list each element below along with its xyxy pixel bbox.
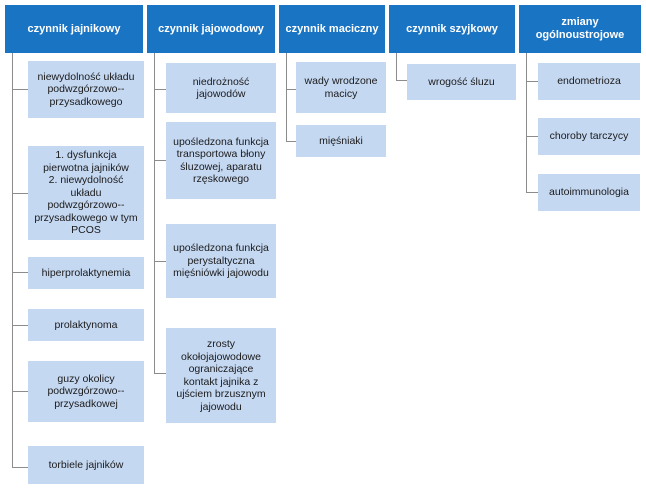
connector-col3-1: [286, 89, 296, 90]
connector-col2-2: [154, 160, 166, 161]
box-prolaktynoma: prolaktynoma: [28, 309, 144, 341]
connector-col3-trunk: [286, 53, 287, 142]
connector-col2-1: [154, 89, 166, 90]
connector-col4-1: [396, 80, 407, 81]
header-czynnik-jajowodowy: czynnik jajowodowy: [147, 5, 275, 53]
box-hiperprolaktynemia: hiperprolaktynemia: [28, 257, 144, 289]
connector-col1-2: [12, 193, 28, 194]
connector-col1-6: [12, 467, 28, 468]
connector-col3-2: [286, 141, 296, 142]
box-niewydolnosc-ukladu: niewydolność układu podwzgórzowo--przysa…: [28, 61, 144, 118]
connector-col4-trunk: [396, 53, 397, 81]
header-zmiany-ogolnoustrojowe: zmiany ogólnoustrojowe: [519, 5, 641, 53]
connector-col1-5: [12, 391, 28, 392]
connector-col1-3: [12, 272, 28, 273]
connector-col5-2: [526, 136, 538, 137]
connector-col1-trunk: [12, 53, 13, 468]
box-dysfunkcja-pierwotna: 1. dysfunkcja pierwotna jajników 2. niew…: [28, 146, 144, 240]
box-wady-wrodzone: wady wrodzone macicy: [296, 62, 386, 113]
box-niedroznosc-jajowodow: niedrożność jajowodów: [166, 63, 276, 113]
connector-col5-1: [526, 81, 538, 82]
connector-col2-3: [154, 261, 166, 262]
box-guzy-okolicy: guzy okolicy podwzgórzowo--przysadkowej: [28, 361, 144, 422]
box-autoimmunologia: autoimmunologia: [538, 174, 640, 211]
box-zrosty-okolojajowodowe: zrosty okołojajowodowe ograniczające kon…: [166, 328, 276, 423]
box-choroby-tarczycy: choroby tarczycy: [538, 118, 640, 155]
box-miesniaki: mięśniaki: [296, 125, 386, 157]
box-endometrioza: endometrioza: [538, 63, 640, 100]
box-wrogosc-sluzu: wrogość śluzu: [407, 64, 516, 100]
connector-col5-trunk: [526, 53, 527, 193]
connector-col1-4: [12, 325, 28, 326]
box-torbiele-jajnikow: torbiele jajników: [28, 446, 144, 484]
header-czynnik-maciczny: czynnik maciczny: [279, 5, 385, 53]
header-czynnik-szyjkowy: czynnik szyjkowy: [389, 5, 515, 53]
connector-col2-4: [154, 373, 166, 374]
box-funkcja-perystaltyczna: upośledzona funkcja perystaltyczna mięśn…: [166, 224, 276, 298]
box-funkcja-transportowa: upośledzona funkcja transportowa błony ś…: [166, 122, 276, 199]
connector-col2-trunk: [154, 53, 155, 374]
connector-col5-3: [526, 192, 538, 193]
connector-col1-1: [12, 89, 28, 90]
header-czynnik-jajnikowy: czynnik jajnikowy: [5, 5, 143, 53]
